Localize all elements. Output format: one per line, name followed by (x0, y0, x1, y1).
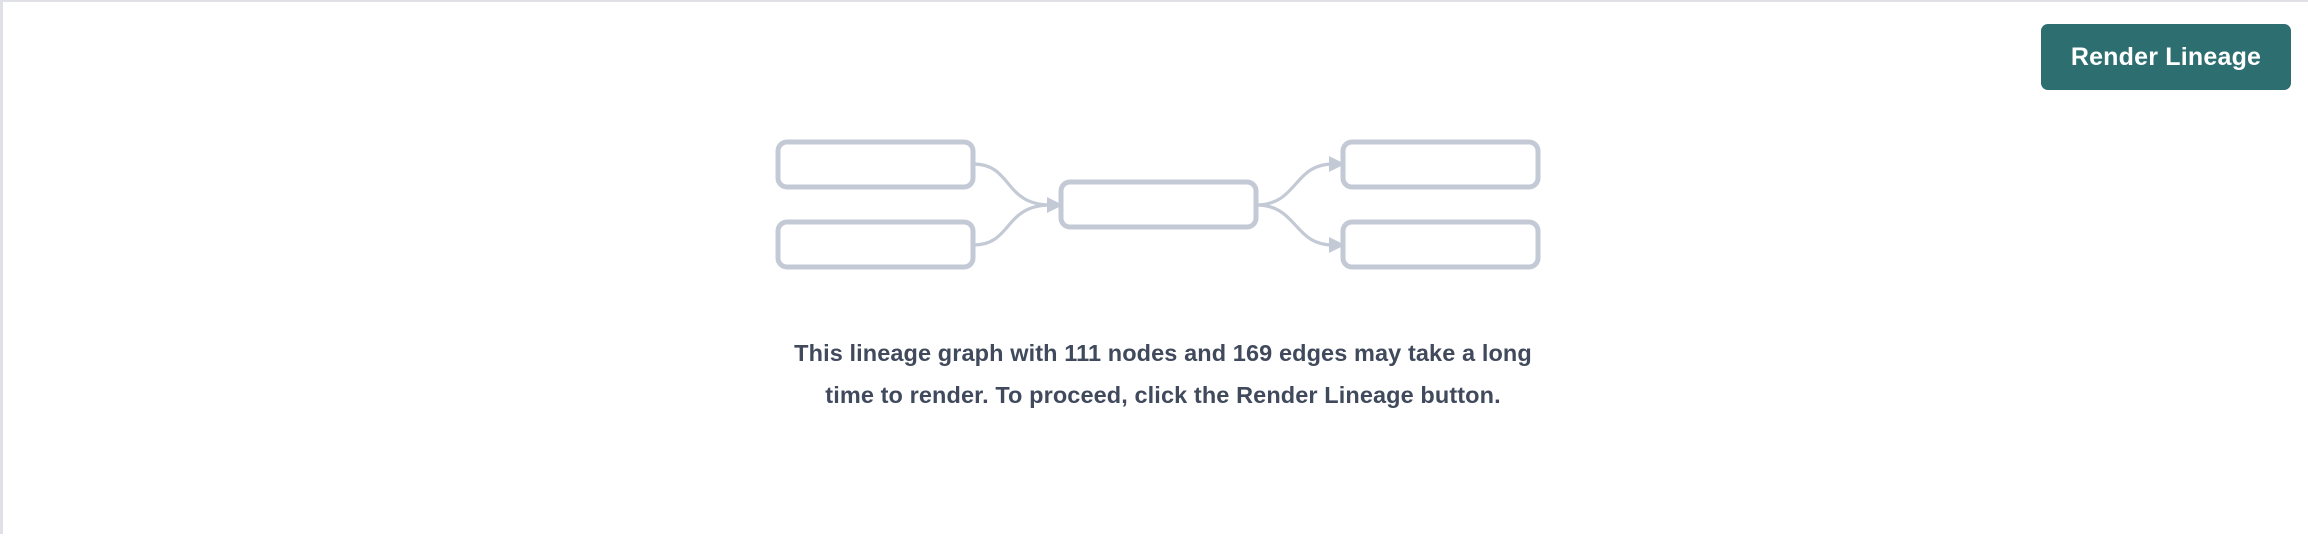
lineage-arrowhead-downstream-1-in (1329, 156, 1345, 172)
lineage-edge-upstream-2-to-focus (972, 203, 1052, 247)
lineage-placeholder-graph (3, 2, 2308, 536)
lineage-warning-message: This lineage graph with 111 nodes and 16… (794, 340, 1532, 408)
action-bar: Render Lineage (3, 2, 2308, 112)
lineage-arrowhead-downstream-2-in (1329, 237, 1345, 253)
lineage-node-downstream-1[interactable] (1340, 139, 1541, 190)
lineage-node-downstream-2[interactable] (1340, 219, 1541, 270)
lineage-arrowhead-focus-in (1047, 197, 1063, 213)
lineage-edge-focus-to-downstream-2 (1255, 203, 1334, 247)
lineage-node-upstream-1[interactable] (775, 139, 976, 190)
lineage-node-upstream-2[interactable] (775, 219, 976, 270)
lineage-edge-focus-to-downstream-1 (1255, 162, 1334, 207)
lineage-node-focus[interactable] (1058, 179, 1259, 230)
lineage-edge-upstream-1-to-focus (972, 162, 1052, 207)
lineage-placeholder-svg (775, 139, 1541, 270)
render-lineage-button[interactable]: Render Lineage (2041, 24, 2291, 90)
